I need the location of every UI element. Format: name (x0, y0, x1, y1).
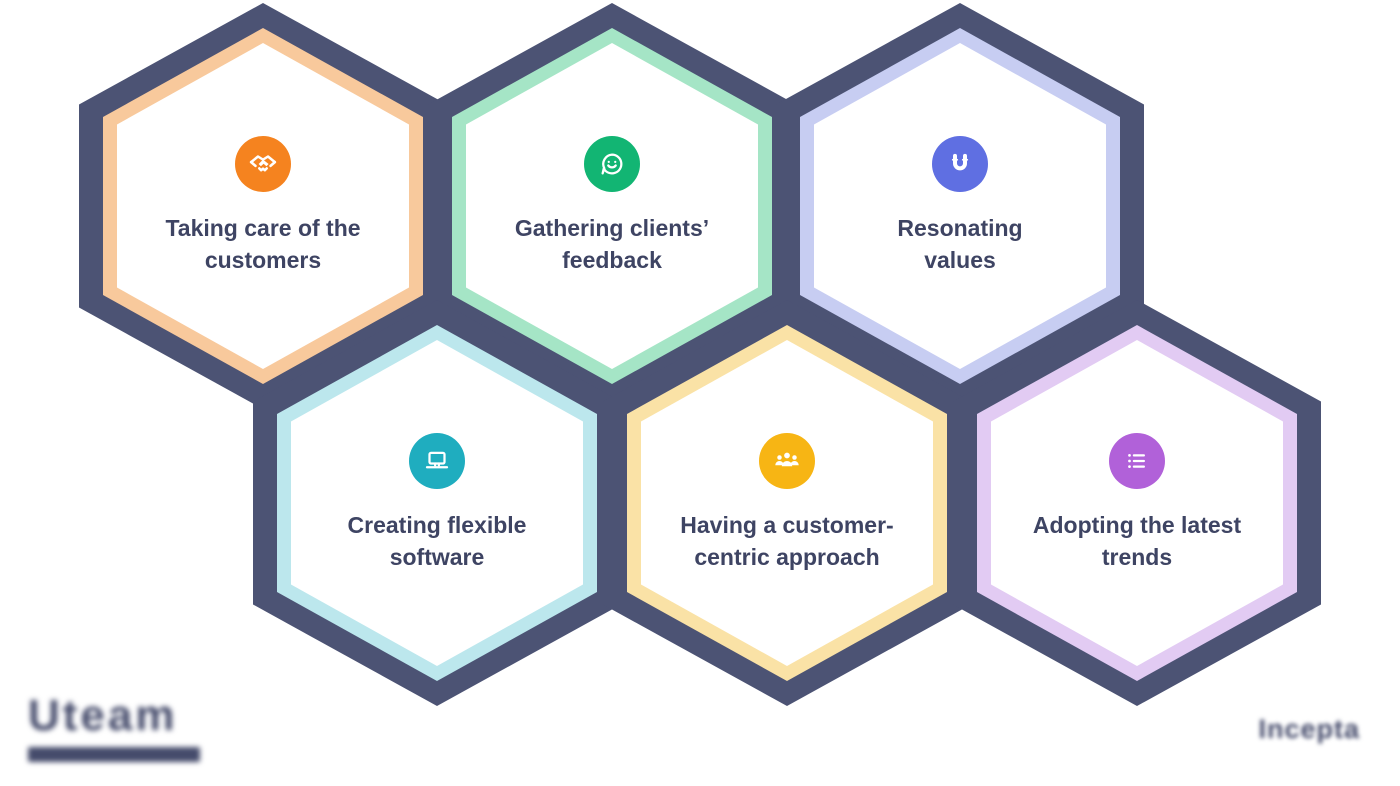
hex-title-line1: Creating flexible (347, 511, 527, 538)
hex-title: Adopting the latest trends (996, 509, 1278, 573)
icon-badge (759, 432, 815, 489)
logo-underline-bar (28, 747, 200, 762)
blurred-logo-left: Uteam (28, 694, 200, 762)
handshake-icon (249, 155, 277, 172)
hex-title-line1: Adopting the latest (1032, 511, 1242, 538)
hex-title-line1: Resonating (897, 214, 1023, 241)
hex-cell-creating-flexible-software: Creating flexible software (253, 300, 621, 706)
hex-title-line1: Having a customer- (680, 511, 894, 538)
icon-badge (932, 135, 988, 192)
hexagon-content: Having a customer- centric approach (603, 300, 971, 706)
hexagon-content: Gathering clients’ feedback (428, 3, 796, 409)
icon-badge (1109, 432, 1165, 489)
hex-title-line2: values (924, 247, 996, 273)
hexagon-content: Creating flexible software (253, 300, 621, 706)
hex-title-line1: Taking care of the (165, 214, 361, 241)
hex-cell-gathering-clients-feedback: Gathering clients’ feedback (428, 3, 796, 409)
hex-title: Resonating values (819, 212, 1101, 276)
hexagon-content: Adopting the latest trends (953, 300, 1321, 706)
hexagon-content: Taking care of the customers (79, 3, 447, 409)
hex-title-line2: feedback (562, 247, 662, 273)
people-icon (775, 452, 799, 467)
hex-title: Gathering clients’ feedback (471, 212, 753, 276)
hexagon-content: Resonating values (776, 3, 1144, 409)
laptop-icon (425, 451, 449, 469)
magnet-icon (951, 153, 969, 171)
hexagon-face (466, 43, 758, 369)
icon-badge (235, 135, 291, 192)
list-icon (1128, 453, 1145, 468)
blurred-logo-right-text: Incepta (1258, 714, 1360, 744)
hex-title-line2: customers (204, 247, 322, 273)
icon-badge (409, 432, 465, 489)
blurred-logo-left-text: Uteam (28, 691, 178, 740)
hex-cell-taking-care-of-the-customers: Taking care of the customers (79, 3, 447, 409)
hex-title-line1: Gathering clients’ (514, 214, 710, 241)
hex-title: Creating flexible software (296, 509, 578, 573)
hex-title: Taking care of the customers (122, 212, 404, 276)
hex-cell-having-a-customer-centric-approach: Having a customer- centric approach (603, 300, 971, 706)
blurred-logo-right: Incepta (1258, 714, 1360, 745)
hex-title-line2: software (389, 544, 485, 570)
hex-cell-adopting-the-latest-trends: Adopting the latest trends (953, 300, 1321, 706)
hex-title-line2: centric approach (694, 544, 880, 570)
chat-smiley-icon (601, 153, 623, 175)
hex-cell-resonating-values: Resonating values (776, 3, 1144, 409)
icon-badge (584, 135, 640, 192)
hex-title-line2: trends (1101, 544, 1173, 570)
hex-title: Having a customer- centric approach (646, 509, 928, 573)
